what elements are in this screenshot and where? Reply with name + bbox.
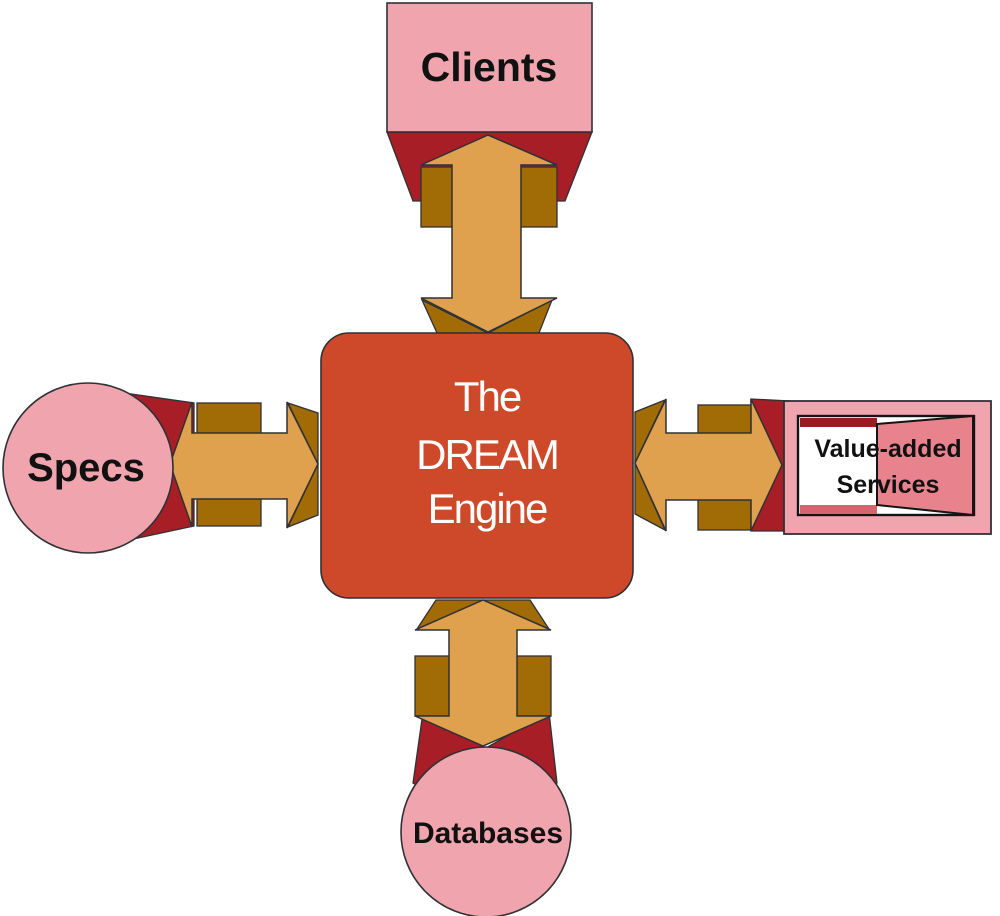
databases-circle xyxy=(400,746,572,916)
double-arrow-shape xyxy=(634,398,783,532)
arrow-services-center xyxy=(634,398,783,532)
services-door-panel xyxy=(876,414,974,517)
databases-node: Databases xyxy=(400,746,572,916)
double-arrow-shape xyxy=(414,599,552,747)
services-label-line1: Value-added xyxy=(814,435,961,463)
center-label-line2: DREAM xyxy=(416,431,558,478)
center-label-line1: The xyxy=(454,373,521,420)
double-arrow-shape xyxy=(420,134,558,333)
clients-box xyxy=(386,2,593,133)
specs-circle xyxy=(2,382,174,554)
center-label-line3: Engine xyxy=(428,485,547,532)
specs-node: Specs xyxy=(2,382,174,554)
arrow-databases-center xyxy=(414,599,552,747)
specs-label: Specs xyxy=(27,446,145,490)
clients-label: Clients xyxy=(421,44,558,90)
services-top-strip xyxy=(800,418,877,427)
services-bottom-strip xyxy=(800,505,877,514)
arrow-specs-center xyxy=(169,401,319,529)
services-label-line2: Services xyxy=(837,471,940,499)
clients-node: Clients xyxy=(386,2,593,133)
dream-engine-box xyxy=(320,332,634,599)
databases-label: Databases xyxy=(413,817,563,850)
center-node: The DREAM Engine xyxy=(320,332,634,599)
double-arrow-shape xyxy=(169,401,319,529)
value-added-services-node: Value-added Services xyxy=(783,400,992,535)
arrow-clients-center xyxy=(420,134,558,334)
